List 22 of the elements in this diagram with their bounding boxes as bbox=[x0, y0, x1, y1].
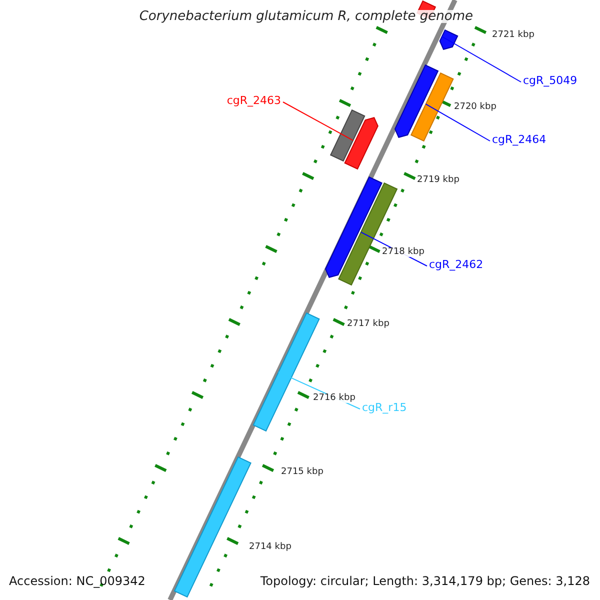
scale-label: 2720 kbp bbox=[454, 103, 496, 112]
gene-bar bbox=[410, 72, 454, 142]
scale-label: 2716 kbp bbox=[313, 394, 356, 403]
gene-bar bbox=[439, 29, 458, 50]
leader-line bbox=[282, 102, 354, 141]
scale-label: 2717 kbp bbox=[347, 320, 390, 329]
scale-label: 2714 kbp bbox=[249, 543, 292, 552]
scale-label: 2715 kbp bbox=[281, 468, 324, 477]
leader-line bbox=[441, 36, 522, 82]
genome-info: Topology: circular; Length: 3,314,179 bp; Genes: 3,128 bbox=[260, 575, 590, 587]
gene-label: cgR_2464 bbox=[492, 134, 546, 145]
leader-line bbox=[425, 104, 490, 142]
scale-label: 2718 kbp bbox=[382, 248, 424, 257]
scale-label: 2719 kbp bbox=[417, 176, 460, 185]
scale-label: 2721 kbp bbox=[492, 31, 534, 40]
gene-bar bbox=[330, 109, 366, 162]
map-title: Corynebacterium glutamicum R, complete genome bbox=[139, 10, 473, 23]
gene-label: cgR_2462 bbox=[429, 259, 484, 270]
gene-label: cgR_5049 bbox=[523, 75, 578, 86]
gene-label: cgR_r15 bbox=[362, 402, 407, 413]
gene-label: cgR_2463 bbox=[226, 95, 281, 106]
accession-label: Accession: NC_009342 bbox=[9, 575, 146, 587]
